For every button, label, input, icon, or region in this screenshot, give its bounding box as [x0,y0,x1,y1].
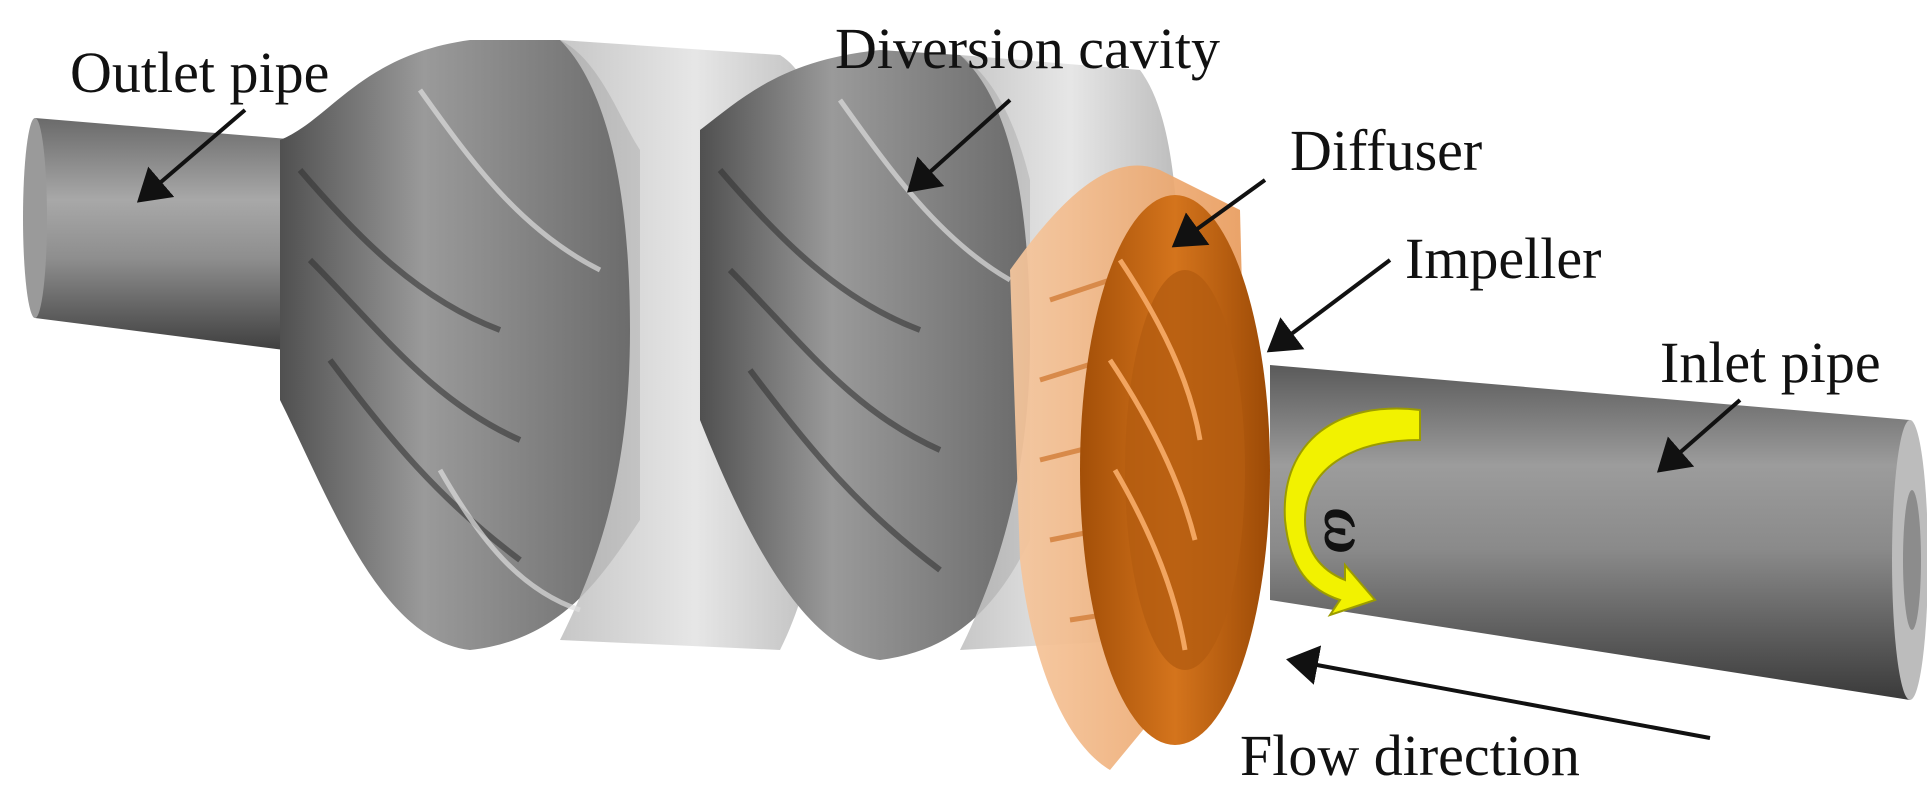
outlet-pipe-label: Outlet pipe [70,40,329,105]
diversion-cavity-arrow [907,98,1012,193]
impeller-arrow [1266,258,1392,353]
flow-direction-label: Flow direction [1240,723,1580,788]
diffuser-arrow [1171,178,1267,248]
impeller [1080,195,1270,745]
omega-symbol: ω [1311,508,1382,554]
diversion-cavity-label: Diversion cavity [835,16,1220,81]
rotation-arrow [1283,407,1421,617]
inlet-pipe-arrow [1656,398,1742,473]
inlet-pipe [1270,365,1927,700]
outlet-pipe [23,118,300,352]
impeller-label: Impeller [1405,226,1601,291]
flow-direction-arrow [1286,645,1711,740]
inlet-pipe-label: Inlet pipe [1660,330,1881,395]
outlet-pipe-arrow [136,108,247,203]
diffuser-label: Diffuser [1290,118,1482,183]
